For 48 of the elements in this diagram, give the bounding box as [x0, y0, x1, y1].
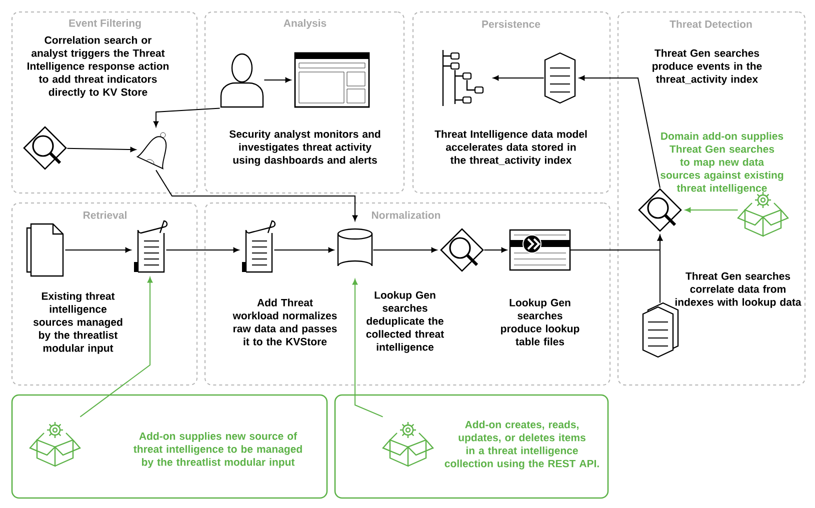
bell-icon — [136, 132, 167, 170]
package-icon — [382, 422, 434, 467]
arrow — [153, 108, 220, 127]
pages-icon — [26, 223, 64, 277]
description: Lookup Gen searches produce lookup table files — [501, 298, 580, 346]
arrow — [685, 207, 738, 213]
description: Correlation search or analyst triggers the Threat Intelligence response action to add threat indicators directly to KV Store — [28, 36, 169, 98]
description: Domain add-on supplies Threat Gen searches to map new data sources against existing threat intelligence — [660, 132, 784, 194]
arrow — [264, 77, 291, 83]
dashboard-icon — [294, 52, 370, 108]
package-icon — [29, 422, 82, 467]
description: Add-on creates, reads, updates, or deletes items in a threat intelligence collection using the REST API. — [444, 420, 599, 470]
panel-heading: Persistence — [482, 20, 540, 28]
description: Threat Gen searches correlate data from indexes with lookup data — [675, 272, 802, 308]
panel-heading: Normalization — [372, 211, 440, 219]
arrow — [274, 247, 334, 253]
description: Add Threat workload normalizes raw data and passes it to the KVStore — [232, 298, 337, 346]
description: Existing threat intelligence sources managed by the threatlist modular input — [33, 292, 122, 354]
arrow — [484, 247, 507, 253]
arrow — [166, 247, 239, 253]
panel-heading: Threat Detection — [670, 20, 752, 28]
package-icon — [737, 192, 789, 237]
arrow — [579, 75, 660, 188]
arrow — [352, 279, 384, 418]
panel-heading: Analysis — [284, 19, 326, 29]
arrow — [156, 170, 358, 221]
arrow — [493, 75, 544, 81]
arrow — [80, 277, 153, 418]
description: Add-on supplies new source of threat intelligence to be managed by the threatlist modular input — [134, 432, 302, 468]
description: Security analyst monitors and investigates threat activity using dashboards and alerts — [229, 130, 380, 166]
arrow — [64, 247, 131, 253]
description: Lookup Gen searches deduplicate the collected threat intelligence — [366, 291, 444, 353]
table-icon — [509, 229, 571, 271]
magnifier-icon — [23, 126, 67, 170]
description: Threat Gen searches produce events in the threat_activity index — [652, 49, 762, 85]
scroll-icon — [242, 220, 276, 273]
description: Threat Intelligence data model accelerates data stored in the threat_activity index — [434, 130, 587, 166]
arrow — [570, 235, 663, 250]
magnifier-icon — [440, 228, 484, 272]
person-icon — [220, 53, 264, 108]
database-icon — [337, 228, 373, 267]
arrow — [66, 146, 136, 152]
document-icon — [544, 52, 576, 104]
arrow — [372, 247, 437, 253]
panel-heading: Retrieval — [84, 211, 126, 219]
panel-heading: Event Filtering — [69, 19, 141, 29]
tree-icon — [442, 49, 484, 107]
scroll-icon — [134, 220, 168, 273]
